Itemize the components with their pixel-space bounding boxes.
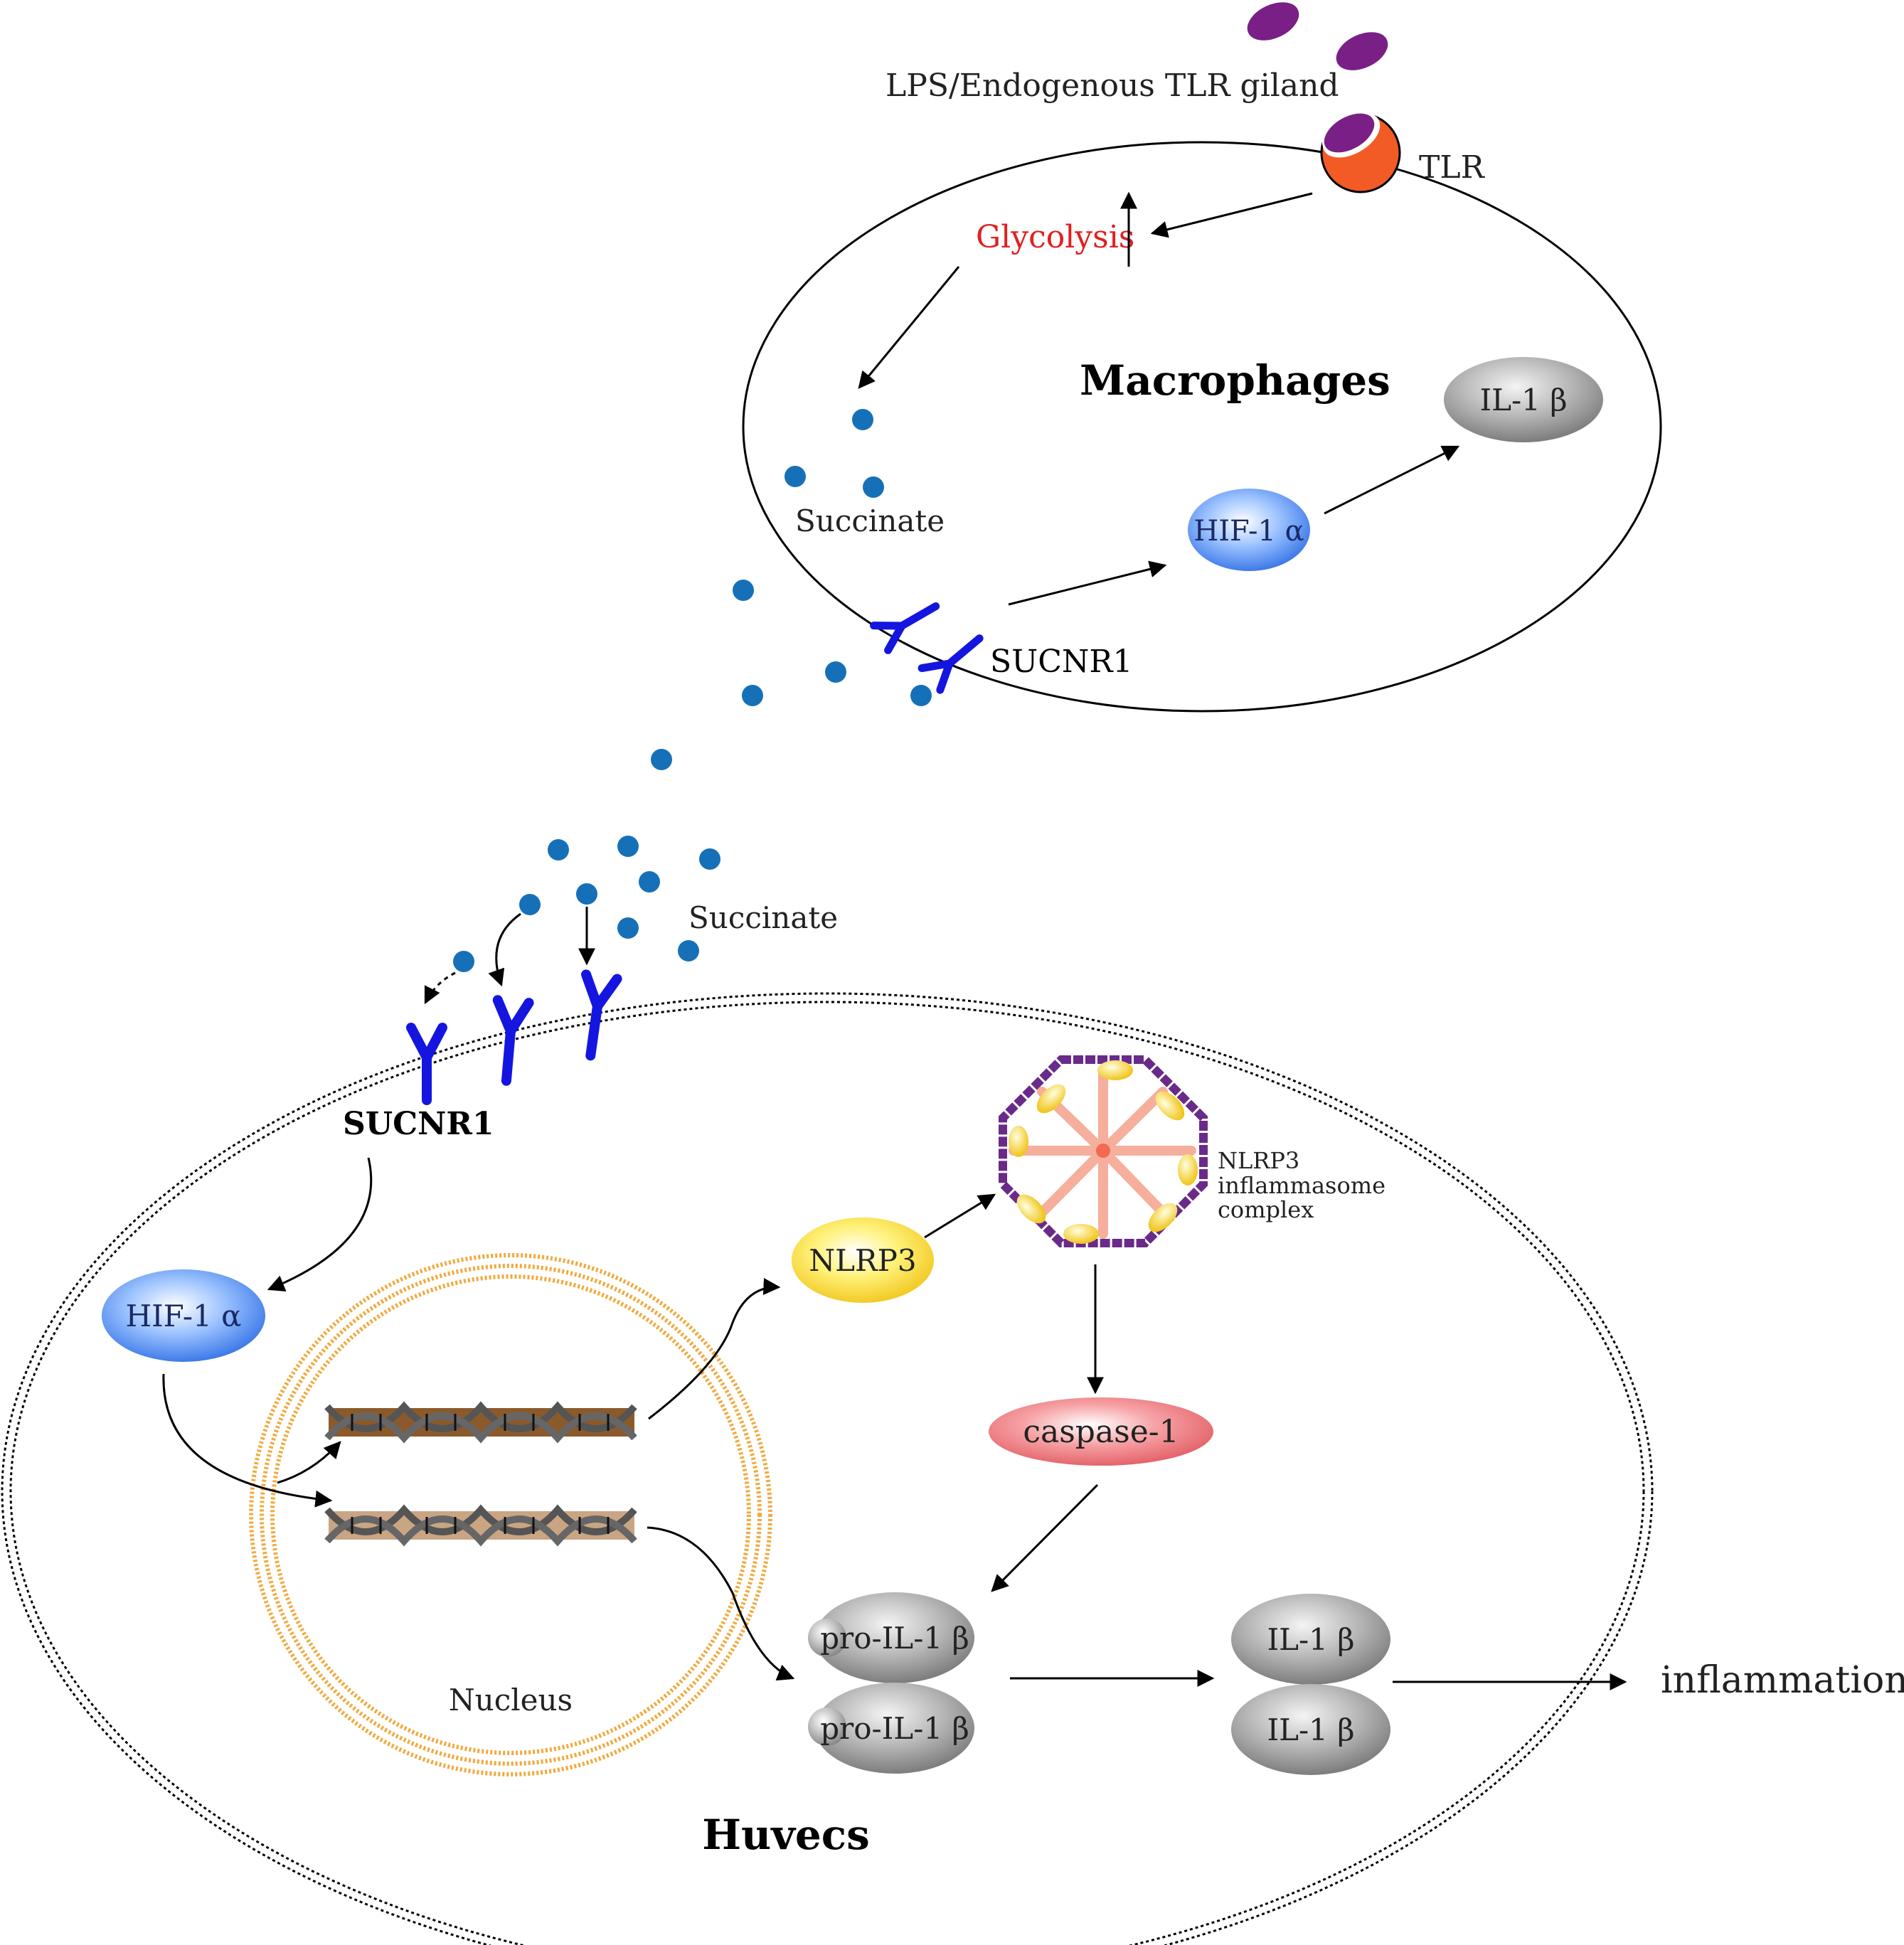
succinate-macrophage-label: Succinate [795, 503, 945, 538]
caspase1-node [989, 1397, 1213, 1466]
glycolysis-label: Glycolysis [976, 219, 1134, 255]
dna-to-pro-il1b-arrow [647, 1526, 795, 1681]
dna-strand-icon [324, 1401, 637, 1444]
succinate-curved-arrow [488, 912, 521, 987]
huvec-cell-membrane-inner [9, 1001, 1645, 1945]
nlrp3-node [792, 1217, 934, 1303]
il1b-macrophage-node [1444, 357, 1603, 442]
tlr-label: TLR [1419, 149, 1486, 186]
inflammation-label: inflammation [1661, 1659, 1904, 1702]
hif1a-huvec-label: HIF-1 α [125, 1299, 241, 1333]
huvec-cell-membrane-outer [1, 992, 1654, 1945]
il1b-huvec-label-1: IL-1 β [1267, 1622, 1354, 1657]
il1b-huvec-node [1231, 1684, 1390, 1775]
nucleus-membrane [249, 1253, 772, 1776]
lps-label: LPS/Endogenous TLR giland [885, 68, 1339, 104]
lps-particle [1245, 0, 1302, 43]
sucnr1-macrophage-label: SUCNR1 [990, 644, 1133, 680]
il1b-huvec-node [1231, 1594, 1390, 1685]
hif1a-to-dna-arrow [162, 1373, 333, 1508]
caspase1-label: caspase-1 [1023, 1414, 1179, 1450]
lps-particle [1334, 30, 1390, 73]
nlrp3-label: NLRP3 [809, 1243, 916, 1278]
il1b-huvec-label-2: IL-1 β [1267, 1712, 1354, 1747]
tlr-receptor-icon [1320, 111, 1401, 193]
sucnr1-huvec-label: SUCNR1 [343, 1106, 494, 1142]
hif1a-huvec-node [102, 1269, 265, 1362]
huvecs-title: Huvecs [702, 1811, 870, 1859]
succinate-extracellular-label: Succinate [688, 900, 838, 935]
nucleus-label: Nucleus [449, 1683, 573, 1717]
succinate-dots-macrophage [785, 409, 884, 498]
nlrp3-to-complex-arrow [924, 1193, 996, 1239]
glycolysis-to-succinate-arrow [858, 266, 960, 389]
pro-il1b-node [815, 1683, 974, 1774]
hif1a-to-dna-upper-arrow [277, 1441, 341, 1484]
il1b-macrophage-label: IL-1 β [1479, 383, 1567, 417]
sucnr1-macrophage-receptor-icon [870, 602, 984, 694]
pro-il1b-label-1: pro-IL-1 β [820, 1621, 969, 1656]
pro-domain-ball-icon [808, 1619, 846, 1657]
hif1a-macrophage-node [1188, 489, 1310, 571]
dna-strand-icon [324, 1504, 637, 1547]
complex-label-line1: NLRP3 [1218, 1147, 1299, 1174]
hif1a-macrophage-label: HIF-1 α [1193, 515, 1304, 548]
sucnr1-huvec-receptor-icon [406, 969, 622, 1105]
tlr-to-glycolysis-arrow [1150, 192, 1313, 238]
sucnr1-to-hif1a-huvec-arrow [267, 1157, 373, 1291]
dna-to-nlrp3-arrow [648, 1278, 781, 1420]
lps-particles [1245, 0, 1390, 73]
hif1a-to-il1b-arrow [1324, 445, 1460, 515]
pro-il1b-node [815, 1592, 974, 1683]
macrophage-cell-membrane [742, 141, 1662, 713]
pro-il1b-label-2: pro-IL-1 β [820, 1711, 969, 1746]
complex-label-line2: inflammasome [1218, 1172, 1386, 1199]
succinate-dots-extracellular [453, 580, 932, 972]
complex-label-line3: complex [1218, 1196, 1314, 1223]
sucnr1-to-hif1a-arrow [1008, 560, 1167, 606]
nlrp3-inflammasome-complex-icon [999, 1055, 1208, 1247]
macrophages-title: Macrophages [1080, 356, 1390, 405]
caspase-to-pro-il1b-arrow [991, 1483, 1099, 1592]
pro-domain-ball-icon [808, 1707, 846, 1746]
succinate-dotted-arrow [424, 971, 456, 1005]
